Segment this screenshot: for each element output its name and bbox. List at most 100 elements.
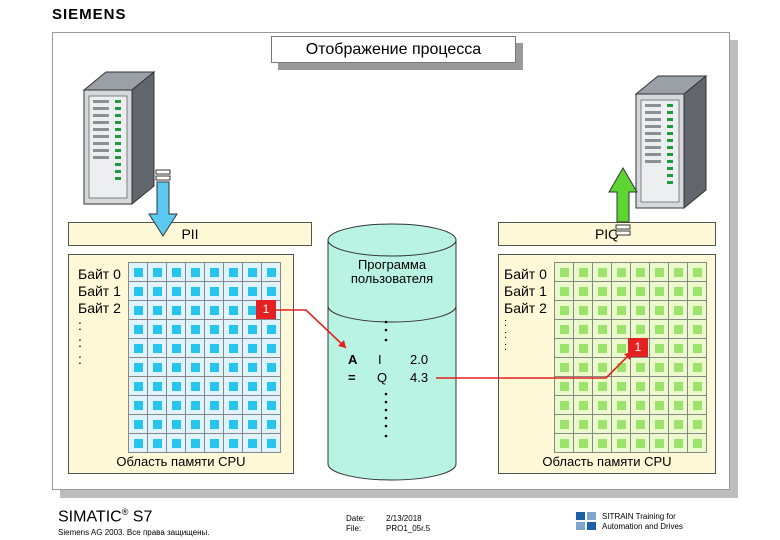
memory-bit-cell bbox=[167, 377, 186, 396]
memory-bit-cell bbox=[574, 377, 593, 396]
memory-bit-cell bbox=[262, 434, 281, 453]
memory-bit-cell bbox=[593, 263, 612, 282]
memory-bit-cell bbox=[612, 377, 631, 396]
memory-bit-cell bbox=[555, 339, 574, 358]
memory-bit-cell bbox=[205, 339, 224, 358]
memory-bit-cell bbox=[129, 320, 148, 339]
memory-bit-cell bbox=[650, 396, 669, 415]
copyright-text: Siemens AG 2003. Все права защищены. bbox=[58, 528, 210, 537]
memory-bit-cell bbox=[148, 339, 167, 358]
memory-bit-cell bbox=[243, 377, 262, 396]
memory-bit-cell bbox=[612, 263, 631, 282]
memory-bit-cell bbox=[148, 320, 167, 339]
memory-bit-cell bbox=[650, 358, 669, 377]
memory-bit-cell bbox=[205, 301, 224, 320]
memory-bit-cell bbox=[224, 396, 243, 415]
memory-bit-cell bbox=[593, 434, 612, 453]
program-label: Программа пользователя bbox=[326, 258, 458, 286]
memory-bit-cell bbox=[129, 301, 148, 320]
memory-bit-cell bbox=[574, 339, 593, 358]
memory-bit-cell bbox=[148, 263, 167, 282]
file-value: PRO1_05r.5 bbox=[386, 524, 431, 533]
memory-bit-cell bbox=[186, 415, 205, 434]
memory-bit-cell bbox=[262, 377, 281, 396]
memory-bit-cell bbox=[631, 282, 650, 301]
memory-bit-cell bbox=[631, 358, 650, 377]
memory-bit-cell bbox=[555, 434, 574, 453]
output-signal-arrowhead bbox=[624, 352, 632, 360]
memory-bit-cell bbox=[205, 377, 224, 396]
memory-bit-cell bbox=[555, 263, 574, 282]
memory-bit-cell bbox=[669, 320, 688, 339]
memory-bit-cell bbox=[243, 320, 262, 339]
memory-bit-cell bbox=[205, 396, 224, 415]
memory-bit-cell bbox=[650, 434, 669, 453]
memory-bit-cell bbox=[555, 415, 574, 434]
memory-bit-cell bbox=[688, 263, 707, 282]
piq-set-bit: 1 bbox=[628, 338, 648, 357]
instr1-address: 2.0 bbox=[410, 352, 429, 367]
pii-ellipsis-2: : bbox=[78, 334, 82, 350]
memory-bit-cell bbox=[167, 263, 186, 282]
pii-bit-grid bbox=[128, 262, 281, 453]
pii-byte-0-label: Байт 0 bbox=[78, 266, 121, 282]
piq-label-bar: PIQ bbox=[498, 222, 716, 246]
memory-bit-cell bbox=[688, 339, 707, 358]
sitrain-line2: Automation and Drives bbox=[602, 522, 683, 531]
memory-bit-cell bbox=[612, 434, 631, 453]
memory-bit-cell bbox=[688, 377, 707, 396]
memory-bit-cell bbox=[224, 263, 243, 282]
piq-byte-list: Байт 0 Байт 1 Байт 2 : : : bbox=[504, 266, 547, 353]
pii-caption: Область памяти CPU bbox=[116, 454, 246, 469]
memory-bit-cell bbox=[555, 320, 574, 339]
memory-bit-cell bbox=[243, 358, 262, 377]
memory-bit-cell bbox=[148, 396, 167, 415]
memory-bit-cell bbox=[129, 377, 148, 396]
date-value: 2/13/2018 bbox=[386, 514, 422, 523]
memory-bit-cell bbox=[186, 396, 205, 415]
input-module-rack-icon bbox=[82, 70, 156, 206]
piq-byte-1-label: Байт 1 bbox=[504, 283, 547, 299]
piq-ellipsis-3: : bbox=[504, 341, 508, 353]
memory-bit-cell bbox=[129, 358, 148, 377]
memory-bit-cell bbox=[262, 263, 281, 282]
memory-bit-cell bbox=[243, 434, 262, 453]
memory-bit-cell bbox=[593, 377, 612, 396]
memory-bit-cell bbox=[148, 434, 167, 453]
memory-bit-cell bbox=[669, 263, 688, 282]
memory-bit-cell bbox=[555, 282, 574, 301]
pii-byte-1-label: Байт 1 bbox=[78, 283, 121, 299]
file-label: File: bbox=[346, 524, 362, 533]
input-arrow-down-icon bbox=[148, 169, 178, 237]
memory-bit-cell bbox=[574, 301, 593, 320]
input-signal-line bbox=[276, 309, 347, 349]
pii-byte-list: Байт 0 Байт 1 Байт 2 : : : bbox=[78, 266, 121, 368]
memory-bit-cell bbox=[688, 396, 707, 415]
memory-bit-cell bbox=[574, 434, 593, 453]
memory-bit-cell bbox=[593, 301, 612, 320]
memory-bit-cell bbox=[205, 320, 224, 339]
pii-ellipsis-1: : bbox=[78, 317, 82, 333]
memory-bit-cell bbox=[243, 415, 262, 434]
memory-bit-cell bbox=[593, 415, 612, 434]
memory-bit-cell bbox=[262, 396, 281, 415]
memory-bit-cell bbox=[669, 434, 688, 453]
piq-ellipsis-1: : bbox=[504, 317, 508, 329]
memory-bit-cell bbox=[555, 301, 574, 320]
memory-bit-cell bbox=[688, 301, 707, 320]
piq-caption: Область памяти CPU bbox=[542, 454, 672, 469]
memory-bit-cell bbox=[574, 358, 593, 377]
user-program-cylinder bbox=[327, 223, 457, 481]
memory-bit-cell bbox=[669, 396, 688, 415]
memory-bit-cell bbox=[224, 415, 243, 434]
memory-bit-cell bbox=[631, 396, 650, 415]
memory-bit-cell bbox=[593, 358, 612, 377]
memory-bit-cell bbox=[148, 358, 167, 377]
memory-bit-cell bbox=[555, 396, 574, 415]
memory-bit-cell bbox=[186, 358, 205, 377]
memory-bit-cell bbox=[574, 396, 593, 415]
memory-bit-cell bbox=[224, 358, 243, 377]
memory-bit-cell bbox=[688, 358, 707, 377]
memory-bit-cell bbox=[688, 434, 707, 453]
